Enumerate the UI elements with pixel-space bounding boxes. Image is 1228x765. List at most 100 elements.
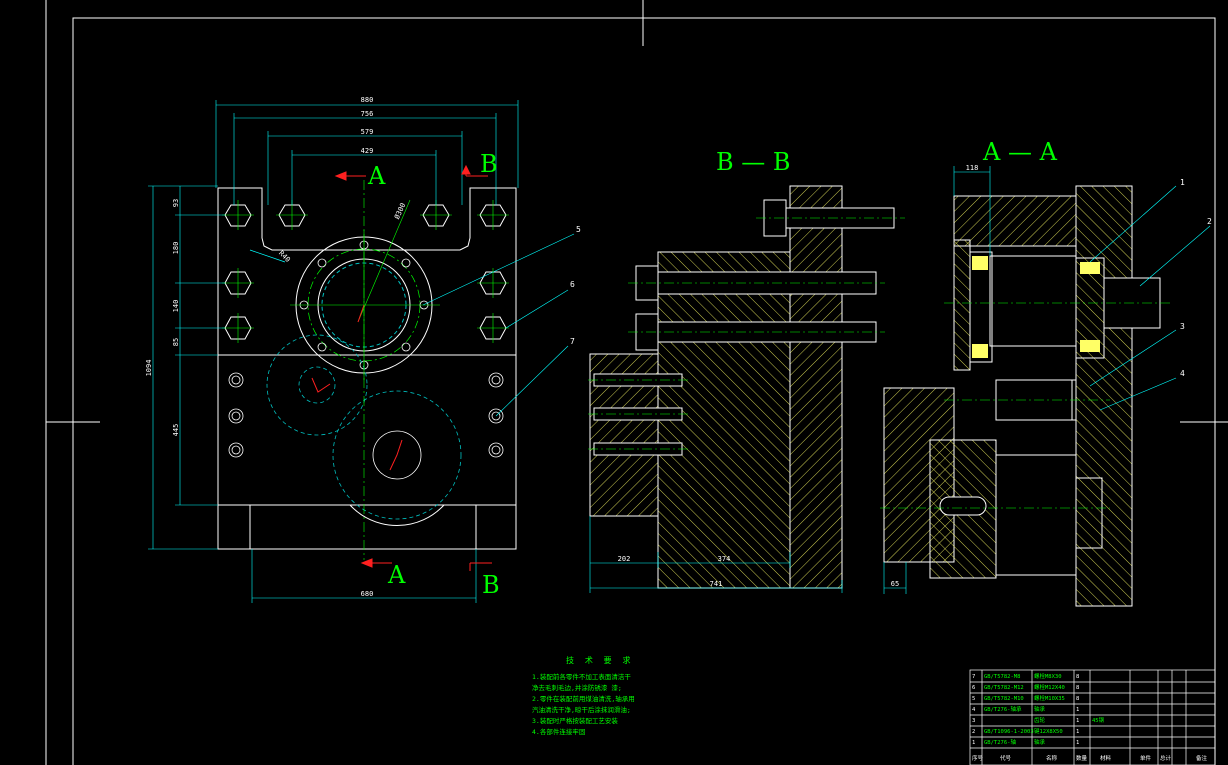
aa-bearing-balls	[972, 256, 1100, 358]
hidden-gears	[266, 334, 462, 520]
dim-756: 756	[361, 110, 374, 118]
bom-cell: 1	[1076, 718, 1079, 724]
aa-bearing-left	[969, 251, 993, 363]
bom-cell: 键12X8X50	[1034, 727, 1063, 735]
bom-cell: 1	[1076, 729, 1079, 735]
bom-cell: 螺栓M10X35	[1034, 694, 1065, 702]
bom-header-cell: 序号	[972, 754, 984, 762]
front-view: 880 756 579 429 680 93 180 140 85 445 10…	[145, 96, 581, 603]
drawing-frame	[45, 0, 1216, 765]
aa-shaft	[989, 255, 1077, 347]
dim-374: 374	[718, 555, 731, 563]
section-arrows	[334, 164, 492, 571]
dim-140: 140	[172, 300, 180, 313]
bom-header-cell: 代号	[1000, 754, 1012, 762]
dim-85: 85	[172, 338, 180, 346]
bom-cell: GB/T1096-1-2003	[984, 729, 1034, 735]
part-num-5: 5	[576, 225, 581, 234]
tapped-holes	[228, 372, 504, 458]
dim-579: 579	[361, 128, 374, 136]
section-aa-view: A — A	[880, 138, 1212, 607]
flange-center-lines	[290, 199, 440, 380]
bom-cell: 1	[972, 740, 975, 746]
bom-header-cell: 名称	[1046, 754, 1058, 762]
dim-680: 680	[361, 590, 374, 598]
section-mark-b-bottom: B	[482, 571, 500, 599]
aa-keyway	[939, 496, 987, 516]
part-num-4: 4	[1180, 369, 1185, 378]
bolt-centers	[222, 200, 509, 343]
section-bb-title: B — B	[716, 148, 791, 176]
aa-right-housing	[1075, 185, 1133, 607]
part-num-7: 7	[570, 337, 575, 346]
note-line-1: 1.装配前各零件不加工表面清洁干	[532, 673, 631, 681]
front-dimensions	[148, 100, 519, 603]
dim-445: 445	[172, 424, 180, 437]
bom-cell: 45钢	[1092, 716, 1105, 724]
bom-cell: 8	[1076, 696, 1079, 702]
bb-right-plate	[789, 185, 843, 589]
hex-bolts	[224, 204, 507, 340]
bb-bolt-centers	[588, 217, 905, 450]
bom-cell: 1	[1076, 707, 1079, 713]
bom-header-cell: 备注	[1196, 754, 1208, 762]
front-upper-plate	[217, 187, 517, 356]
bom-header-cell: 单件	[1140, 754, 1152, 762]
part-num-3: 3	[1180, 322, 1185, 331]
aa-left-flange	[953, 239, 971, 371]
part-num-2: 2	[1207, 217, 1212, 226]
dim-65: 65	[891, 580, 899, 588]
technical-notes: 1.装配前各零件不加工表面清洁干 净去毛刺毛边,并涂防锈漆 漆; 2.零件在装配…	[532, 672, 682, 738]
dim-r40: R40	[277, 249, 292, 264]
bom-cell: 8	[1076, 674, 1079, 680]
technical-notes-title: 技 术 要 求	[566, 656, 634, 665]
part-num-6: 6	[570, 280, 575, 289]
front-lower-plate	[217, 354, 517, 506]
bom-cell: 7	[972, 674, 975, 680]
aa-center-lines	[880, 302, 1170, 509]
dim-429: 429	[361, 147, 374, 155]
bom-cell: GB/T5782-M12	[984, 685, 1024, 691]
bom-cell: 螺栓M12X40	[1034, 683, 1065, 691]
bom-cell: GB/T276-轴	[984, 738, 1016, 746]
bom-cell: 5	[972, 696, 975, 702]
bom-cell: 8	[1076, 685, 1079, 691]
dim-1094: 1094	[145, 360, 153, 377]
note-line-5: 3.装配时严格按装配工艺安装	[532, 717, 618, 725]
note-line-4: 汽油清洗干净,晾干后涂抹润滑油;	[532, 706, 631, 714]
dim-880: 880	[361, 96, 374, 104]
aa-gear-hub	[995, 454, 1077, 576]
section-mark-a-top: A	[367, 162, 386, 190]
gear-center-mark	[389, 439, 403, 471]
note-line-2: 净去毛刺毛边,并涂防锈漆 漆;	[532, 684, 622, 692]
aa-sleeve	[1075, 477, 1103, 549]
bom-cell: 2	[972, 729, 975, 735]
dim-180: 180	[172, 242, 180, 255]
bom-cell: 轴承	[1034, 705, 1046, 713]
leaders-aa	[1089, 185, 1211, 411]
note-line-6: 4.各部件连接牢固	[532, 728, 586, 736]
bom-cell: 4	[972, 707, 976, 713]
bom-cell: GB/T5782-M8	[984, 674, 1020, 680]
leaders-front	[422, 233, 575, 417]
section-bb-view: B — B	[588, 148, 905, 593]
bom-cell: 螺栓M8X30	[1034, 672, 1062, 680]
bom-cell: GB/T276-轴承	[984, 705, 1022, 713]
front-tab-right	[475, 504, 517, 550]
aa-top-housing	[953, 195, 1077, 247]
section-mark-a-bottom: A	[387, 561, 406, 589]
bom-cell: 1	[1076, 740, 1079, 746]
note-line-3: 2.零件在装配前用煤油清洗,轴承用	[532, 695, 635, 703]
dim-93: 93	[172, 199, 180, 207]
gear-arc	[349, 504, 445, 527]
section-mark-b-top: B	[480, 150, 498, 178]
dim-202: 202	[618, 555, 631, 563]
aa-dims	[883, 166, 991, 594]
flange-radius-mark	[357, 304, 365, 323]
front-base	[249, 504, 477, 550]
bom-cell: 3	[972, 718, 975, 724]
dim-118: 118	[966, 164, 979, 172]
aa-bearing-right	[1075, 257, 1105, 359]
